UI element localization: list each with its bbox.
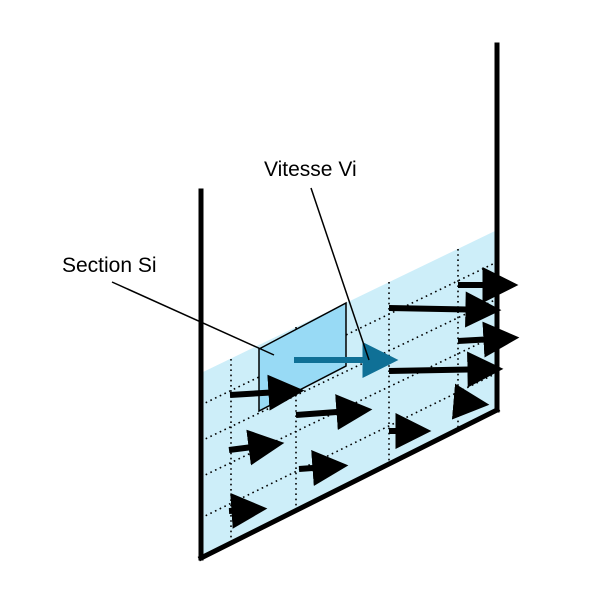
velocity-arrow (451, 383, 490, 420)
water-cross-section (201, 230, 497, 558)
velocity-arrow (228, 492, 268, 529)
vitesse-vi-label: Vitesse Vi (264, 158, 357, 181)
section-leader-line (111, 281, 275, 356)
velocity-arrow (228, 429, 285, 466)
channel-bottom (197, 406, 501, 562)
velocity-arrow (388, 351, 504, 388)
velocity-arrow (388, 291, 502, 328)
velocity-arrows (228, 267, 520, 529)
velocity-leader-line (310, 187, 370, 361)
section-si-label: Section Si (62, 254, 157, 277)
velocity-arrow (229, 374, 305, 411)
velocity-arrow (295, 394, 373, 430)
velocity-arrow (298, 450, 349, 486)
velocity-arrow (457, 321, 520, 358)
